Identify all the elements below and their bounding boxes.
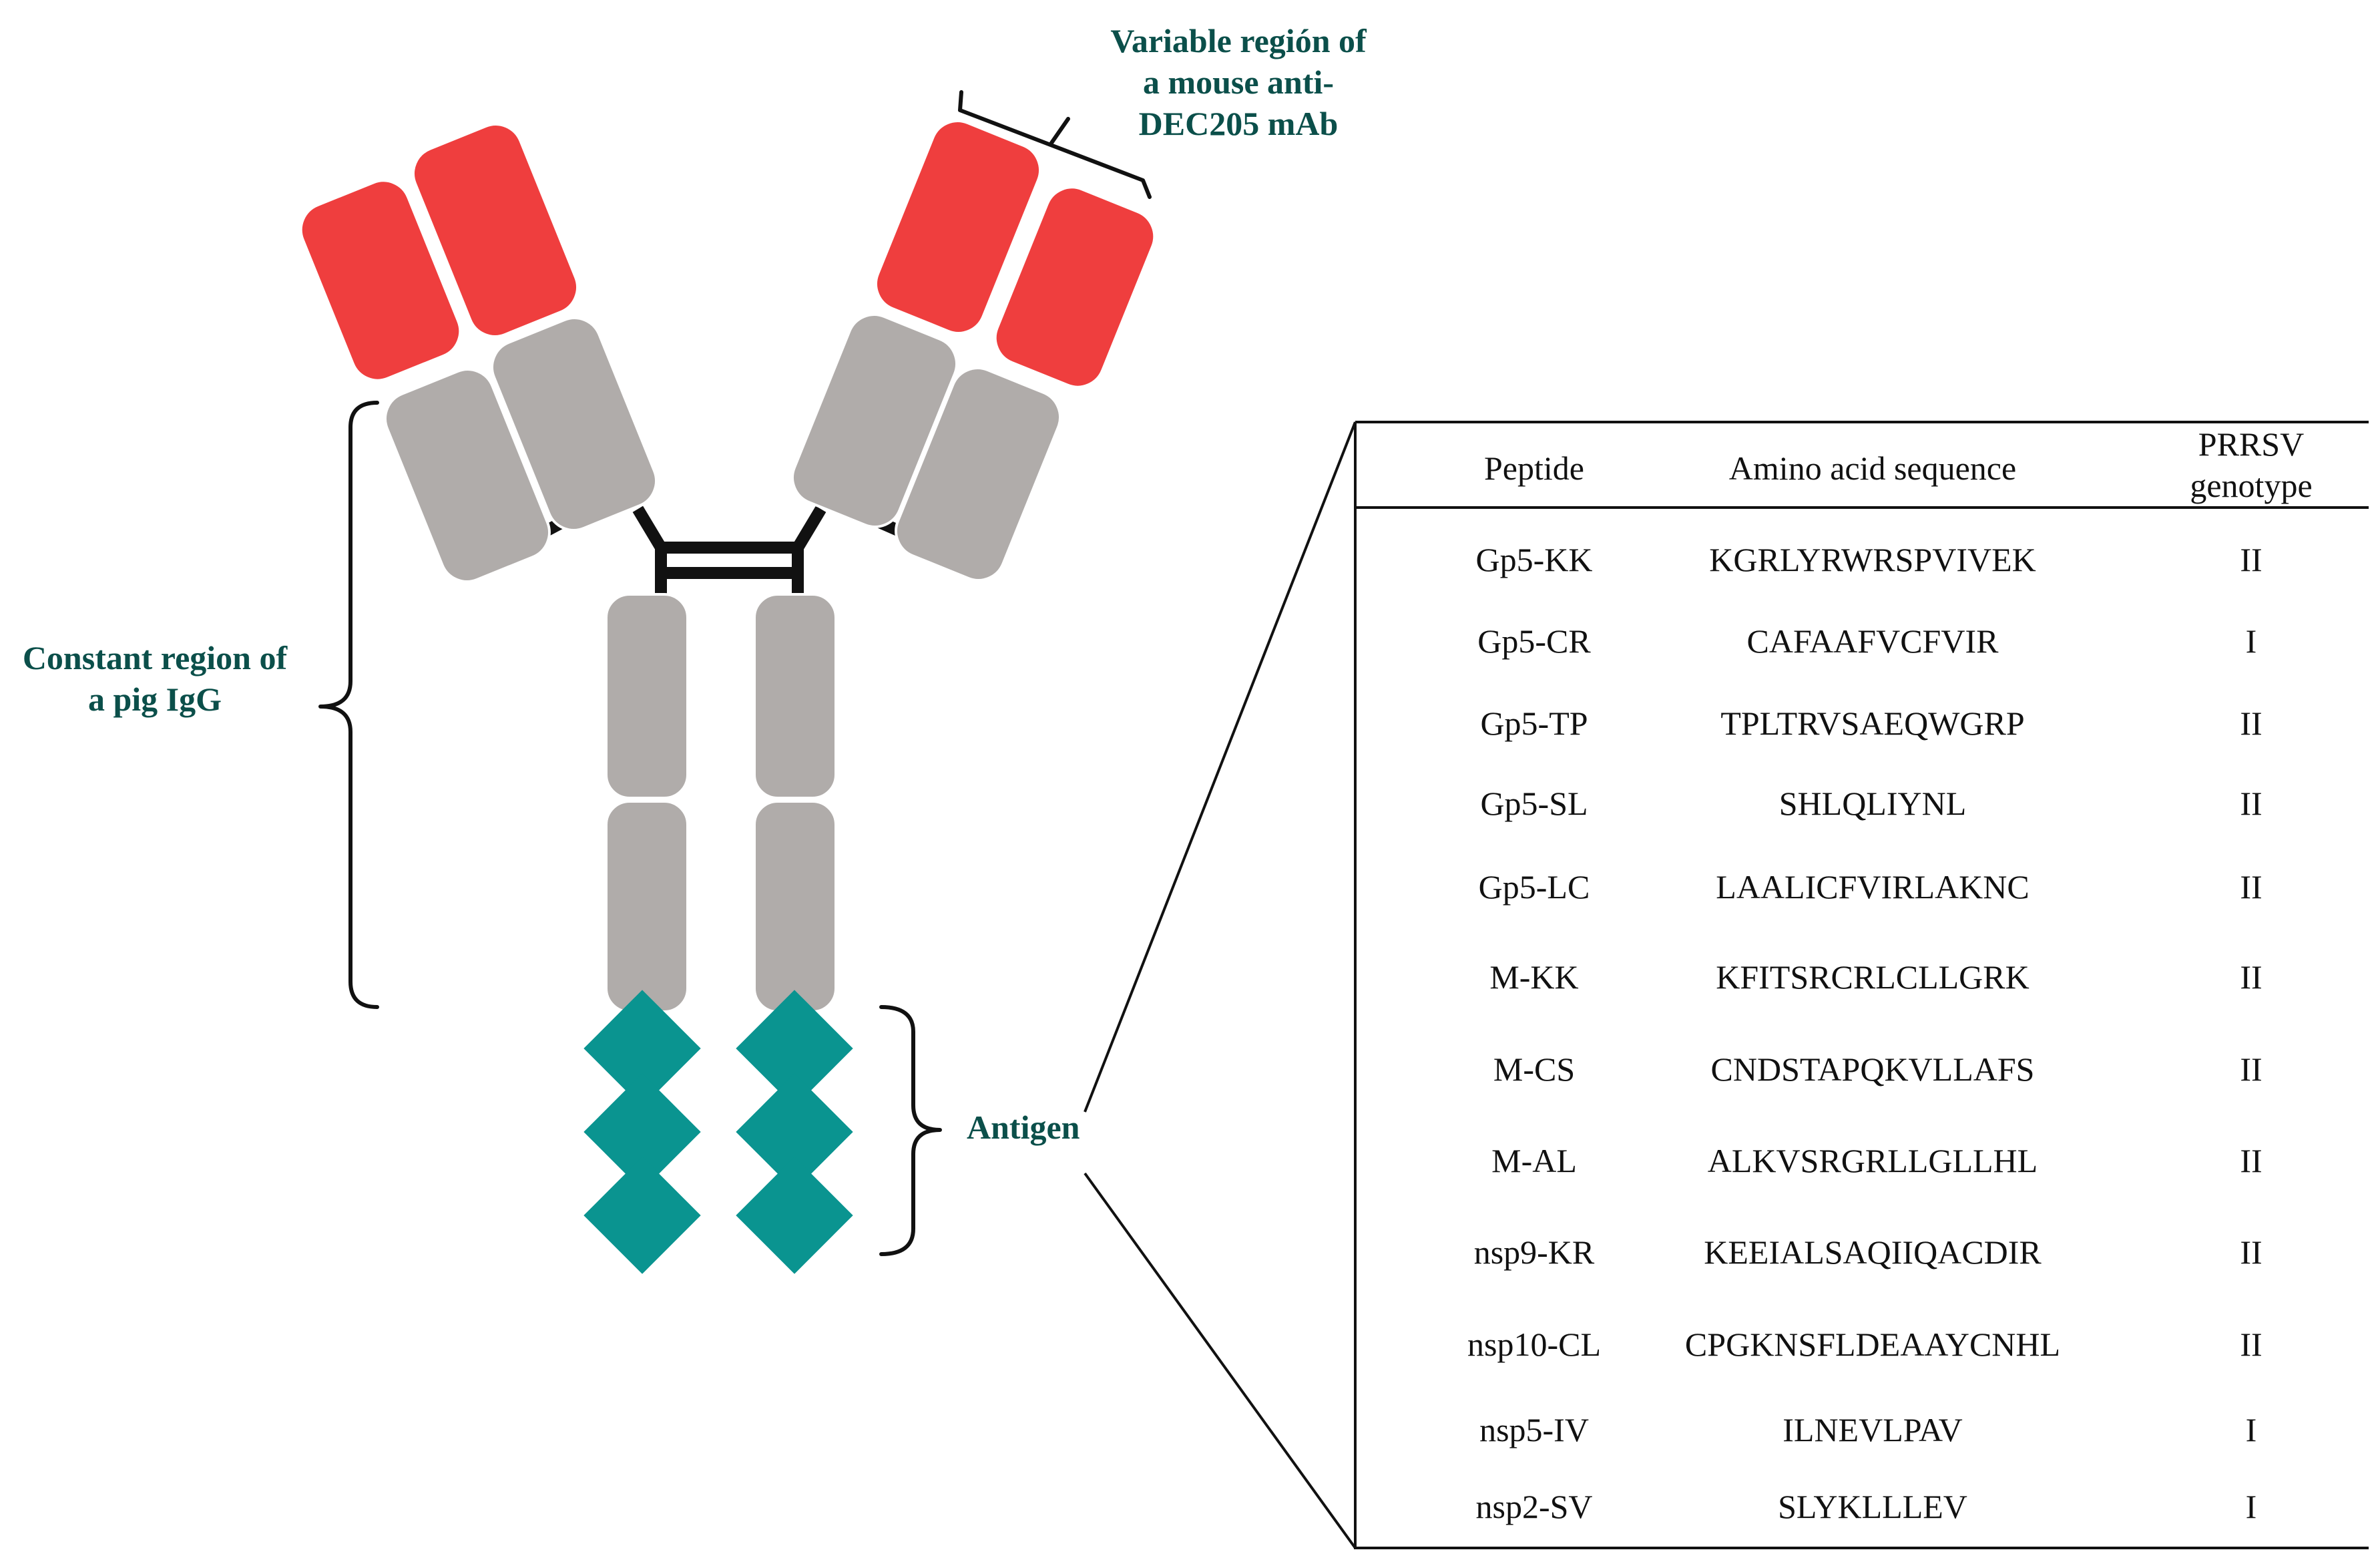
table-row: nsp9-KR KEEIALSAQIIQACDIR II [1474,1233,2263,1271]
left-ch2-domain [605,593,689,799]
variable-region-label-line1: Variable región of [1110,22,1367,59]
variable-region-label-line3: DEC205 mAb [1139,105,1339,142]
cell-genotype: II [2240,541,2262,578]
left-ch3-domain [605,800,689,1013]
cell-sequence: ILNEVLPAV [1782,1411,1962,1448]
figure-labels: Variable región of a mouse anti- DEC205 … [23,22,1367,1146]
cell-sequence: KFITSRCRLCLLGRK [1716,958,2030,996]
antigen-diamonds [583,990,853,1274]
cell-sequence: ALKVSRGRLLGLLHL [1708,1142,2038,1179]
table-row: Gp5-KK KGRLYRWRSPVIVEK II [1476,541,2263,578]
antigen-bracket [879,1005,942,1256]
constant-region-bracket [318,401,379,1009]
cell-sequence: SHLQLIYNL [1779,785,1967,822]
cell-peptide: M-KK [1489,958,1578,996]
cell-genotype: II [2240,705,2262,742]
left-outer-variable-domain [299,179,462,382]
left-inner-constant-domain [491,317,658,532]
antigen-diamond [583,990,701,1107]
callout-line-upper [1084,421,1357,1113]
cell-genotype: II [2240,868,2262,906]
antigen-diamond [736,1073,853,1191]
right-inner-constant-domain [791,313,958,528]
right-outer-constant-domain [895,367,1061,582]
table-row: M-KK KFITSRCRLCLLGRK II [1489,958,2262,996]
header-peptide: Peptide [1484,449,1584,487]
cell-genotype: II [2240,785,2262,822]
cell-peptide: Gp5-KK [1476,541,1593,578]
cell-sequence: LAALICFVIRLAKNC [1716,868,2029,906]
antigen-diamond [583,1073,701,1191]
cell-peptide: Gp5-CR [1477,622,1591,660]
antigen-label: Antigen [967,1109,1080,1146]
cell-genotype: I [2246,1411,2257,1448]
cell-genotype: II [2240,1050,2262,1088]
cell-genotype: I [2246,1488,2257,1525]
cell-peptide: M-AL [1491,1142,1577,1179]
cell-sequence: KEEIALSAQIIQACDIR [1704,1233,2042,1271]
constant-region-label-line2: a pig IgG [88,680,222,718]
right-inner-variable-domain [875,120,1041,335]
table-row: nsp10-CL CPGKNSFLDEAAYCNHL II [1467,1326,2263,1363]
antigen-diamond [583,1157,701,1274]
table-frame [1354,421,2369,1549]
antigen-diamond [736,1157,853,1274]
cell-peptide: nsp5-IV [1479,1411,1589,1448]
antigen-diamond [736,990,853,1107]
cell-sequence: CAFAAFVCFVIR [1747,622,1999,660]
cell-peptide: Gp5-LC [1479,868,1590,906]
callout-lines [1084,421,1357,1549]
left-outer-constant-domain [384,368,551,583]
table-row: M-AL ALKVSRGRLLGLLHL II [1491,1142,2263,1179]
cell-sequence: KGRLYRWRSPVIVEK [1709,541,2036,578]
peptide-table: Peptide Amino acid sequence PRRSV genoty… [1354,421,2369,1549]
variable-region-label-line2: a mouse anti- [1143,63,1334,101]
cell-sequence: CNDSTAPQKVLLAFS [1711,1050,2035,1088]
variable-region-bracket [958,90,1152,199]
right-fab-arm [791,120,1156,582]
table-row: Gp5-CR CAFAAFVCFVIR I [1477,622,2256,660]
right-ch3-domain [753,800,837,1013]
table-row: nsp5-IV ILNEVLPAV I [1479,1411,2256,1448]
brackets [318,90,1152,1256]
cell-genotype: II [2240,958,2262,996]
cell-peptide: M-CS [1493,1050,1575,1088]
left-inner-variable-domain [412,123,579,338]
cell-peptide: Gp5-SL [1480,785,1588,822]
left-fab-arm [299,123,658,583]
cell-genotype: II [2240,1142,2262,1179]
table-row: nsp2-SV SLYKLLLEV I [1475,1488,2256,1525]
callout-line-lower [1084,1172,1357,1549]
cell-sequence: CPGKNSFLDEAAYCNHL [1685,1326,2060,1363]
right-outer-variable-domain [993,186,1156,389]
table-row: Gp5-LC LAALICFVIRLAKNC II [1479,868,2263,906]
cell-genotype: II [2240,1326,2262,1363]
constant-region-label-line1: Constant region of [23,639,288,676]
header-genotype-line1: PRRSV [2198,425,2304,463]
table-row: Gp5-SL SHLQLIYNL II [1480,785,2262,822]
fc-stem [605,593,837,1013]
cell-genotype: II [2240,1233,2262,1271]
cell-peptide: nsp2-SV [1475,1488,1592,1525]
cell-peptide: Gp5-TP [1480,705,1588,742]
cell-peptide: nsp10-CL [1467,1326,1601,1363]
cell-peptide: nsp9-KR [1474,1233,1595,1271]
table-row: M-CS CNDSTAPQKVLLAFS II [1493,1050,2263,1088]
cell-genotype: I [2246,622,2257,660]
cell-sequence: TPLTRVSAEQWGRP [1720,705,2024,742]
cell-sequence: SLYKLLLEV [1778,1488,1967,1525]
header-sequence: Amino acid sequence [1729,449,2016,487]
right-ch2-domain [753,593,837,799]
table-header: Peptide Amino acid sequence PRRSV genoty… [1484,425,2313,504]
table-row: Gp5-TP TPLTRVSAEQWGRP II [1480,705,2262,742]
header-genotype-line2: genotype [2190,467,2312,504]
